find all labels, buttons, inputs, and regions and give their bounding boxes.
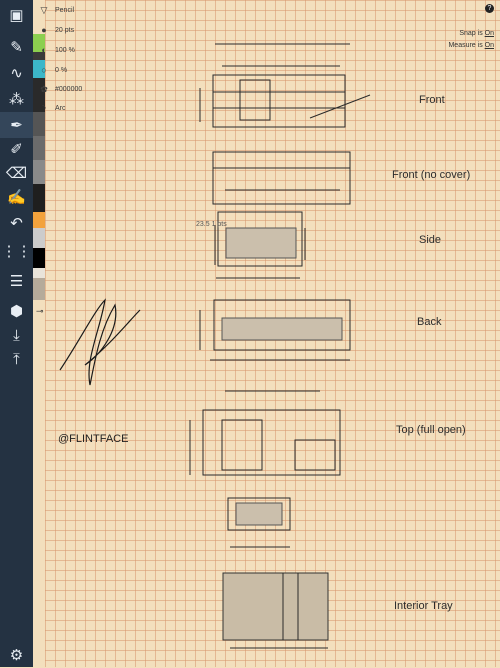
guides-button[interactable]: ⋮⋮	[0, 238, 33, 264]
import-button[interactable]: ⤓	[0, 322, 33, 348]
color-swatch-strip	[33, 0, 45, 300]
pen-icon: ✒	[10, 117, 23, 134]
gear-icon: ⚙	[9, 647, 24, 664]
color-value: #000000	[55, 85, 83, 93]
opacity-row[interactable]: ◐ 100 %	[38, 41, 75, 59]
layers-icon: ☰	[9, 273, 24, 290]
shape-value: Arc	[55, 104, 66, 112]
swatch-black-1[interactable]	[33, 184, 45, 212]
swatch-paper[interactable]	[33, 268, 45, 278]
brush-tool-2[interactable]: ∿	[0, 60, 33, 86]
smoothing-row[interactable]: ○ 0 %	[38, 61, 67, 79]
ring-icon: ○	[41, 65, 47, 75]
layers-button[interactable]: ☰	[0, 268, 33, 294]
pin-icon[interactable]: ⊸	[36, 306, 44, 316]
swatch-green[interactable]	[33, 34, 45, 52]
label-side: Side	[419, 234, 442, 246]
brush-tool-4-selected[interactable]: ✒	[0, 112, 33, 138]
eraser-tool[interactable]: ⌫	[0, 160, 33, 186]
undo-button[interactable]: ↶	[0, 210, 33, 236]
front-no-cover-sketch	[212, 151, 351, 205]
arc-icon: ◝	[42, 102, 46, 113]
swatch-orange[interactable]	[33, 212, 45, 228]
grid-dots-icon: ⋮⋮	[1, 243, 32, 260]
eraser-icon: ⌫	[5, 165, 28, 182]
label-front-no-cover: Front (no cover)	[392, 169, 471, 181]
brush-type-row[interactable]: ▽ Pencil	[38, 1, 75, 19]
airbrush-icon: ⁂	[9, 91, 24, 108]
swatch-grey-2[interactable]	[33, 136, 45, 160]
download-icon: ⤓	[13, 326, 20, 344]
triangle-down-icon: ▽	[40, 4, 48, 15]
label-back: Back	[417, 316, 442, 328]
shape-row[interactable]: ◝ Arc	[38, 99, 66, 117]
back-view-sketch	[199, 299, 351, 361]
opacity-value: 100 %	[55, 46, 75, 54]
label-top-full-open: Top (full open)	[396, 424, 466, 436]
ink-icon: ✍	[7, 189, 26, 206]
swatch-tan[interactable]	[33, 278, 45, 300]
brush-type-value: Pencil	[55, 6, 75, 14]
tray-sketch	[222, 572, 329, 649]
signature-scribble	[59, 298, 141, 386]
brush-size-row[interactable]: ● 20 pts	[38, 21, 74, 39]
artist-handle: @FLINTFACE	[58, 433, 129, 445]
marker-icon: ✐	[10, 141, 23, 158]
objects-button[interactable]: ⬢	[0, 298, 33, 324]
snap-toggle[interactable]: Snap is On	[459, 30, 494, 37]
tool-palette: ▣ ✎ ∿ ⁂ ✒ ✐ ⌫ ✍ ↶ ⋮⋮ ☰ ⬢ ⤓ ⤒ ⚙	[0, 0, 33, 667]
brush-size-value: 20 pts	[55, 26, 75, 34]
side-view-sketch	[214, 211, 306, 279]
swatch-teal[interactable]	[33, 60, 45, 78]
smoothing-value: 0 %	[55, 66, 68, 74]
gallery-icon: ▣	[9, 7, 24, 24]
brush-icon: ∿	[10, 65, 23, 82]
brush-tool-5[interactable]: ✐	[0, 136, 33, 162]
size-hint: 23.5 1 pts	[196, 221, 227, 228]
pencil-icon: ✎	[10, 39, 23, 56]
settings-button[interactable]: ⚙	[0, 642, 33, 668]
swatch-grey-1[interactable]	[33, 112, 45, 136]
front-view-sketch	[199, 43, 371, 128]
swatch-dark[interactable]	[33, 78, 45, 112]
brush-tool-1[interactable]: ✎	[0, 34, 33, 60]
brush-tool-6[interactable]: ✍	[0, 184, 33, 210]
top-view-sketch	[189, 390, 341, 548]
swatch-grey-3[interactable]	[33, 160, 45, 184]
gallery-button[interactable]: ▣	[0, 2, 33, 28]
half-circle-icon: ◐	[41, 45, 47, 55]
label-front: Front	[419, 94, 445, 106]
swatch-black-2[interactable]	[33, 248, 45, 268]
brush-tool-3[interactable]: ⁂	[0, 86, 33, 112]
palette-icon: ✿	[40, 83, 48, 94]
cube-icon: ⬢	[9, 303, 24, 320]
label-interior-tray: Interior Tray	[394, 600, 453, 612]
upload-icon: ⤒	[13, 350, 20, 368]
help-button[interactable]: ?	[485, 4, 494, 13]
swatch-light[interactable]	[33, 228, 45, 248]
undo-icon: ↶	[10, 215, 23, 232]
color-row[interactable]: ✿ #000000	[38, 80, 82, 98]
measure-toggle[interactable]: Measure is On	[448, 42, 494, 49]
dot-icon: ●	[41, 25, 47, 35]
share-button[interactable]: ⤒	[0, 346, 33, 372]
